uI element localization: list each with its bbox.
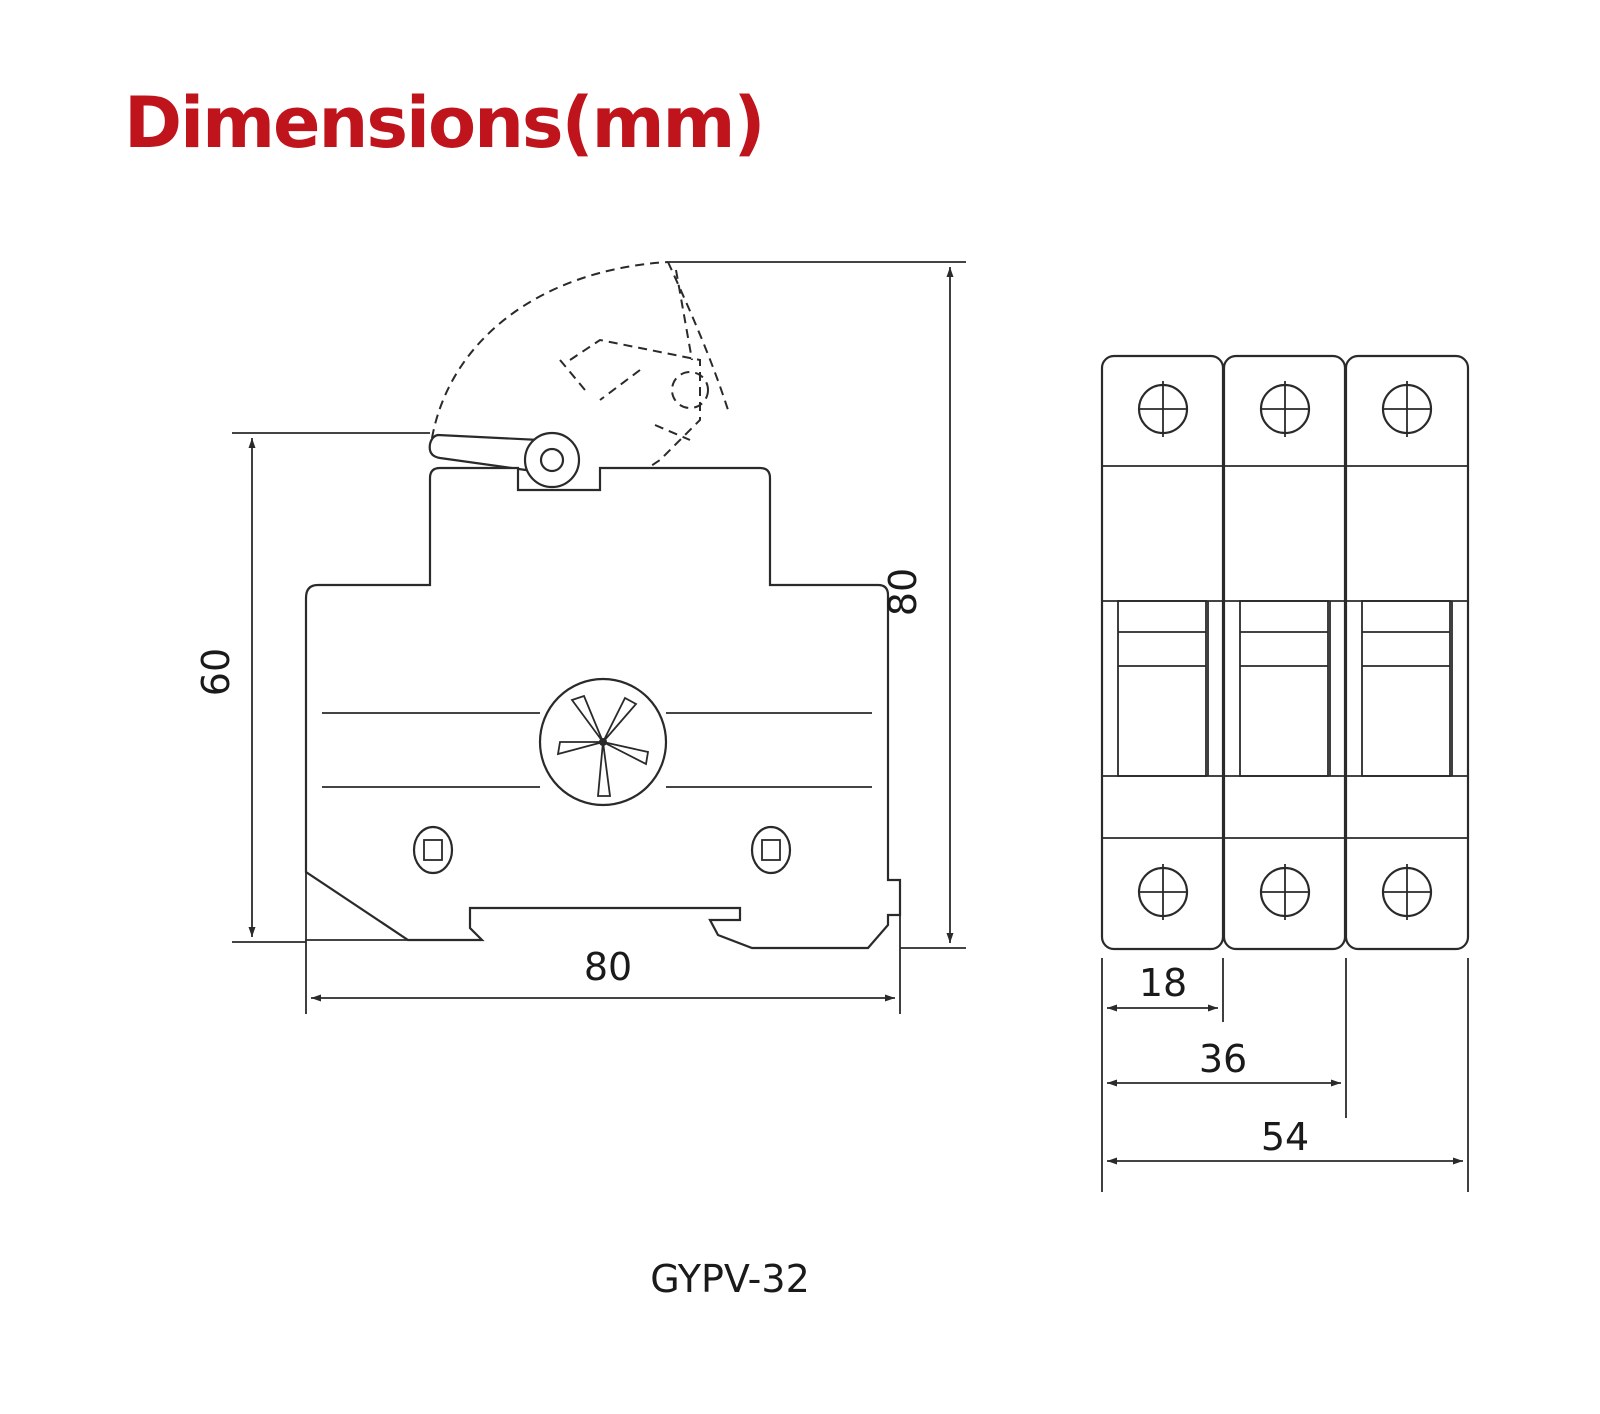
label-80-horizontal: 80 bbox=[584, 945, 632, 989]
terminal-screw-icon bbox=[1259, 381, 1311, 437]
label-36: 36 bbox=[1199, 1037, 1247, 1081]
terminal-screw-icon bbox=[1137, 864, 1189, 920]
label-54: 54 bbox=[1261, 1115, 1309, 1159]
label-18: 18 bbox=[1139, 961, 1187, 1005]
diagram-title: Dimensions(mm) bbox=[124, 82, 765, 164]
front-view: 18 36 54 bbox=[1100, 354, 1470, 1192]
pole-2 bbox=[1222, 354, 1347, 951]
rotor-badge bbox=[538, 677, 668, 807]
dimension-widths: 18 36 54 bbox=[1101, 958, 1469, 1192]
side-view: 60 80 80 bbox=[194, 261, 966, 1014]
label-60: 60 bbox=[194, 648, 238, 696]
pole-1 bbox=[1100, 354, 1225, 951]
pole-3 bbox=[1344, 354, 1470, 951]
dimension-height-60: 60 bbox=[194, 432, 430, 943]
handle-swing-arc bbox=[431, 261, 729, 471]
toggle-lever bbox=[428, 431, 581, 489]
dimension-depth-80: 80 bbox=[305, 915, 901, 1014]
terminal-screw-icon bbox=[1137, 381, 1189, 437]
screw-hole-left bbox=[412, 825, 454, 875]
model-caption: GYPV-32 bbox=[650, 1257, 810, 1301]
terminal-screw-icon bbox=[1381, 381, 1433, 437]
dimension-height-80: 80 bbox=[668, 261, 966, 949]
label-80-vertical: 80 bbox=[881, 568, 925, 616]
screw-hole-right bbox=[750, 825, 792, 875]
terminal-screw-icon bbox=[1259, 864, 1311, 920]
terminal-screw-icon bbox=[1381, 864, 1433, 920]
